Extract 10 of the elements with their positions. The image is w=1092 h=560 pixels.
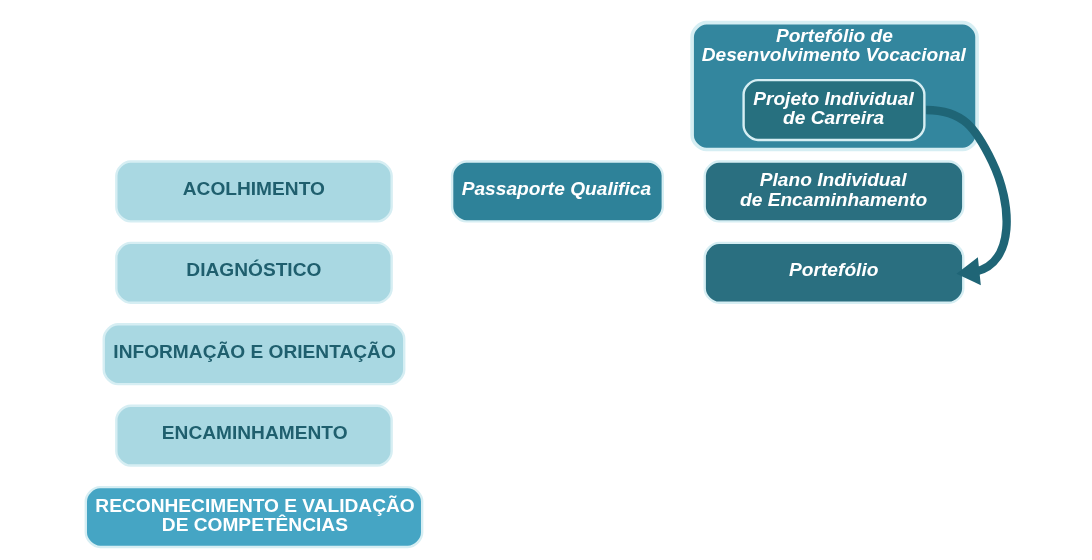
- node-box: Passaporte Qualifica: [450, 160, 664, 223]
- node-box: ENCAMINHAMENTO: [114, 404, 393, 467]
- arrow: [925, 105, 1011, 286]
- node-box: Projeto Individual de Carreira: [741, 78, 926, 142]
- node-box: Portefólio: [703, 241, 964, 304]
- node-box: ACOLHIMENTO: [114, 160, 393, 223]
- node-box: Plano Individual de Encaminhamento: [703, 160, 964, 223]
- node-box: RECONHECIMENTO E VALIDAÇÃO DE COMPETÊNCIAS: [84, 485, 423, 549]
- node-box: INFORMAÇÃO E ORIENTAÇÃO: [102, 323, 405, 386]
- node-box: DIAGNÓSTICO: [114, 241, 393, 304]
